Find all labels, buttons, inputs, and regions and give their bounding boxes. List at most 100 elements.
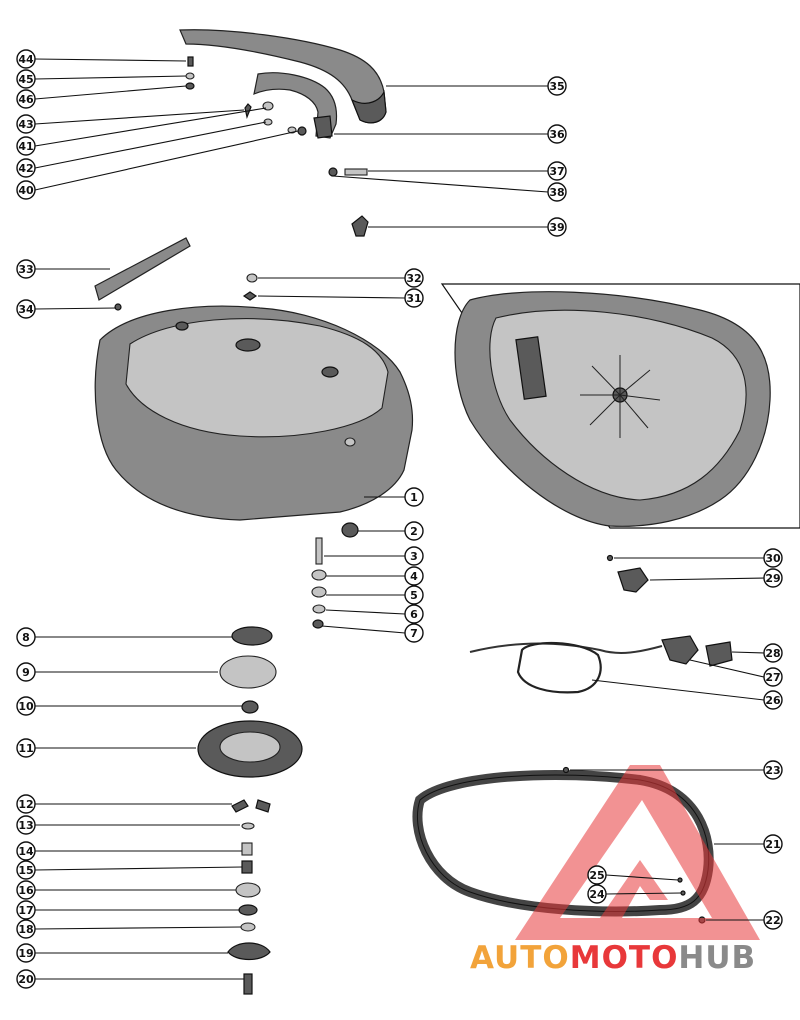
callout-circle-9 [16, 662, 36, 682]
callout-number-35: 35 [549, 80, 564, 93]
part-4-washer [311, 569, 327, 581]
watermark-text: AUTOMOTOHUB [470, 940, 756, 976]
part-1-cowl [94, 305, 414, 521]
callout-circle-19 [16, 943, 36, 963]
part-14-spacer [241, 842, 253, 856]
part-31-clip [242, 291, 258, 301]
callout-number-31: 31 [406, 292, 421, 305]
part-26-loop [516, 642, 602, 694]
leader-42 [34, 121, 267, 169]
part-23-screw [562, 766, 570, 774]
part-44-stud [187, 56, 194, 67]
callout-number-27: 27 [765, 671, 780, 684]
part-10-bushing [241, 700, 259, 714]
callout-number-30: 30 [765, 552, 781, 565]
part-26-cable [469, 642, 663, 654]
part-20-bolt [243, 973, 253, 995]
part-8-cap [231, 626, 273, 646]
callout-circle-1 [404, 487, 424, 507]
callout-circle-10 [16, 696, 36, 716]
leader-28 [731, 651, 765, 654]
part-17-washer [238, 904, 258, 916]
leader-43 [34, 109, 245, 125]
callout-number-15: 15 [18, 864, 33, 877]
callout-number-10: 10 [18, 700, 34, 713]
callout-number-13: 13 [18, 819, 33, 832]
callout-circle-18 [16, 919, 36, 939]
callout-number-23: 23 [765, 764, 780, 777]
callout-number-2: 2 [410, 525, 418, 538]
callout-number-44: 44 [18, 53, 34, 66]
callout-number-5: 5 [410, 589, 418, 602]
leader-27 [689, 659, 765, 678]
callout-number-29: 29 [765, 572, 780, 585]
callout-number-14: 14 [18, 845, 34, 858]
callout-number-9: 9 [22, 666, 30, 679]
callout-number-11: 11 [18, 742, 33, 755]
callout-number-39: 39 [549, 221, 564, 234]
callout-number-32: 32 [406, 272, 421, 285]
part-39-latch [351, 215, 369, 237]
callout-circle-7 [404, 623, 424, 643]
callout-number-37: 37 [549, 165, 564, 178]
callout-circle-8 [16, 627, 36, 647]
part-16-washer [235, 882, 261, 898]
callout-circle-14 [16, 841, 36, 861]
leader-6 [325, 609, 406, 615]
callout-circle-32 [404, 268, 424, 288]
leader-29 [649, 577, 765, 581]
callout-circle-34 [16, 299, 36, 319]
callout-number-43: 43 [18, 118, 33, 131]
watermark-hub: HUB [678, 940, 756, 976]
callout-circle-17 [16, 900, 36, 920]
leader-25 [605, 874, 679, 881]
callout-circle-44 [16, 49, 36, 69]
callout-number-21: 21 [765, 838, 780, 851]
leader-7 [321, 625, 406, 634]
part-12-pawl [231, 799, 249, 813]
callout-number-38: 38 [549, 186, 564, 199]
callout-number-7: 7 [410, 627, 418, 640]
callout-circle-40 [16, 180, 36, 200]
callout-circle-29 [763, 568, 783, 588]
callout-number-1: 1 [410, 491, 418, 504]
part-21-seal-outline [416, 774, 710, 912]
part-27-handle [661, 635, 699, 665]
callout-number-46: 46 [18, 93, 34, 106]
callout-circle-39 [547, 217, 567, 237]
callout-circle-43 [16, 114, 36, 134]
leader-34 [34, 307, 117, 310]
callout-circle-27 [763, 667, 783, 687]
callout-number-34: 34 [18, 303, 34, 316]
callout-circle-4 [404, 566, 424, 586]
watermark: AUTOMOTOHUB [470, 765, 760, 976]
callout-circle-45 [16, 69, 36, 89]
callout-number-17: 17 [18, 904, 33, 917]
inset-cover-interior [440, 283, 800, 529]
callout-labels: 4445464341424035363738393334323112345673… [16, 49, 783, 989]
callout-circle-2 [404, 521, 424, 541]
part-35-end [350, 89, 387, 124]
part-36-block [313, 115, 333, 139]
part-33-strip [94, 237, 191, 301]
callout-circle-23 [763, 760, 783, 780]
leader-40 [34, 130, 299, 191]
callout-number-20: 20 [18, 973, 34, 986]
callout-circle-6 [404, 604, 424, 624]
leader-46 [34, 85, 187, 100]
part-29-latch [617, 567, 649, 593]
callout-number-12: 12 [18, 798, 33, 811]
callout-circle-36 [547, 124, 567, 144]
part-12-pawl-2 [255, 799, 271, 813]
part-32-nut [246, 273, 258, 283]
callout-number-3: 3 [410, 550, 418, 563]
leader-38 [332, 175, 549, 193]
callout-circle-20 [16, 969, 36, 989]
callout-circle-26 [763, 690, 783, 710]
part-38-nut [328, 167, 338, 177]
part-45-washer [185, 72, 195, 80]
part-28-grip [705, 641, 733, 667]
callout-circle-24 [587, 884, 607, 904]
watermark-moto: MOTO [570, 940, 679, 976]
